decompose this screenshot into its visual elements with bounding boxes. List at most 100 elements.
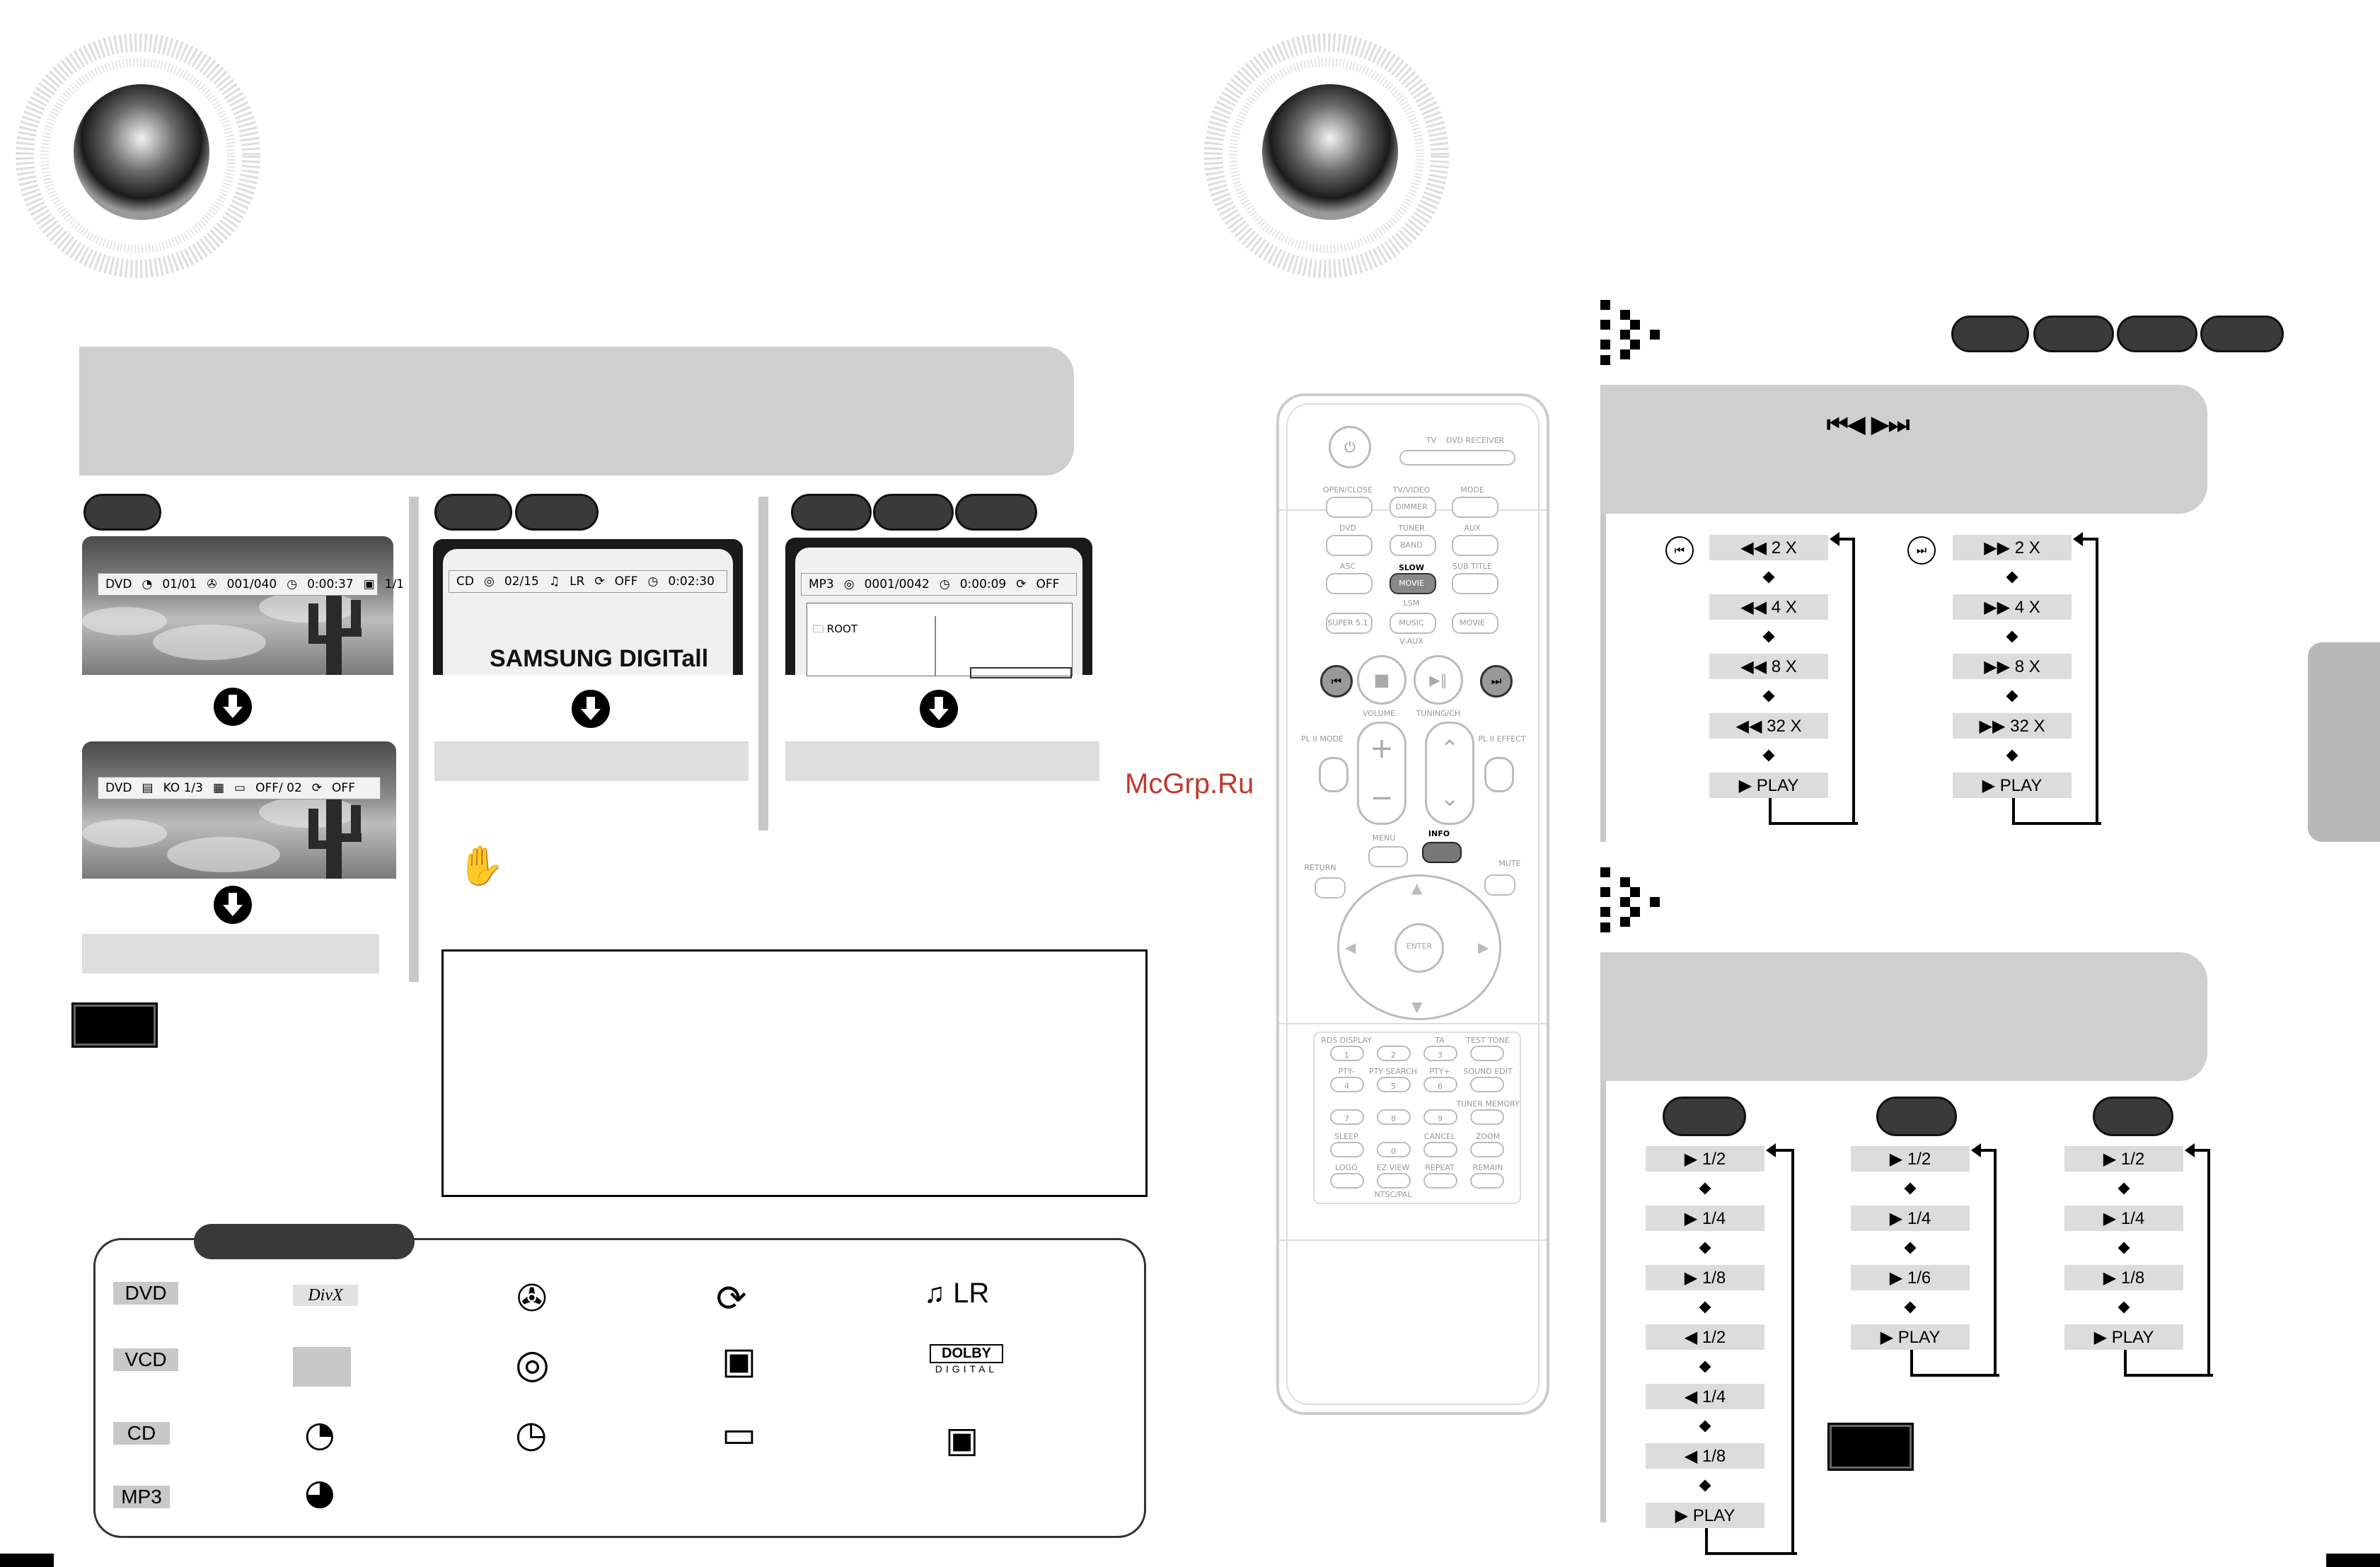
stop-button[interactable]: ■ [1357,655,1406,705]
zoom-button[interactable] [1470,1142,1504,1157]
search-fwd-step-4: ▶▶ 32 X [1953,713,2072,739]
key-3[interactable]: 3 [1423,1046,1457,1061]
dolby-sub-label: DIGITAL [935,1363,998,1375]
label-vaux: V-AUX [1399,637,1423,646]
key-2[interactable]: 2 [1377,1046,1411,1061]
aux-button[interactable] [1452,535,1498,556]
music-button[interactable] [1390,613,1436,634]
ez-view-button[interactable] [1377,1173,1411,1189]
osd-chapter: 001/040 [226,577,277,591]
angle-icon: ▣ [945,1419,979,1460]
disc-pill-2 [515,494,599,531]
play-pause-button[interactable]: ▶‖ [1414,655,1463,705]
remain-button[interactable] [1470,1173,1504,1189]
repeat-icon: ⟳ [716,1278,747,1320]
tuning-rocker[interactable]: ⌃⌄ [1425,722,1474,825]
open-close-button[interactable] [1326,497,1373,518]
search-fwd-step-3: ▶▶ 8 X [1953,654,2072,679]
key-1[interactable]: 1 [1330,1046,1364,1061]
speaker-decoration-right [1204,33,1449,278]
label-sleep: SLEEP [1334,1132,1358,1141]
group-icon: ◕ [304,1471,335,1513]
label-dimmer: DIMMER [1395,502,1428,511]
cancel-button[interactable] [1423,1142,1457,1157]
movie-button[interactable] [1452,613,1498,634]
key-5[interactable]: 5 [1377,1077,1411,1092]
menu-button[interactable] [1368,846,1408,867]
label-pty-search: PTY SEARCH [1368,1067,1418,1076]
folder-panel: 🗀 ROOT [807,603,1073,678]
pl2-mode-button[interactable] [1319,757,1348,792]
step-arrow-icon [1699,1242,1711,1254]
key-8[interactable]: 8 [1377,1109,1411,1125]
track-icon: ◎ [515,1341,550,1387]
power-button[interactable]: ⏻ [1329,426,1371,468]
super51-button[interactable] [1326,613,1373,634]
loop-line [2012,798,2101,825]
mode-button[interactable] [1452,497,1498,518]
label-tuner-memory: TUNER MEMORY [1456,1099,1520,1109]
step-arrow-icon [1699,1420,1711,1433]
repeat-button[interactable] [1423,1173,1457,1189]
section-marker-icon [1600,867,1660,932]
mute-button[interactable] [1484,874,1515,896]
loop-line [1852,538,1855,825]
step-arrow-icon [1762,690,1775,702]
column-separator [409,497,419,982]
label-dvd: DVD [1339,524,1357,533]
key-7[interactable]: 7 [1330,1109,1364,1125]
slow-section-rule [1600,1081,1606,1522]
dvd-button[interactable] [1326,535,1373,556]
remote-control: ⏻ TV DVD RECEIVER OPEN/CLOSE TV/VIDEO MO… [1276,393,1549,1415]
loop-line [1910,1350,1999,1377]
logo-button[interactable] [1330,1173,1364,1189]
chapter-tab [2308,642,2380,842]
slow-col1-step-4: ◀ 1/2 [1646,1324,1764,1350]
skip-forward-button[interactable]: ⏭ [1480,665,1513,698]
osd-disc-type: DVD [105,577,132,591]
slow-button[interactable] [1390,573,1436,594]
headphones-lr: ♫ LR [924,1278,989,1309]
info-button[interactable] [1422,842,1462,863]
loop-return-arrow [1975,1149,1997,1152]
osd-title: 01/01 [162,577,197,591]
key-4[interactable]: 4 [1330,1077,1364,1092]
disc-pill-5 [955,494,1037,531]
label-info: INFO [1428,829,1450,838]
volume-rocker[interactable]: +− [1357,722,1406,825]
subtitle-button[interactable] [1452,573,1498,594]
dimmer-button[interactable] [1390,497,1436,518]
asc-button[interactable] [1326,573,1373,594]
band-button[interactable] [1390,535,1436,556]
blank-swatch [293,1347,351,1387]
note-button [74,1005,156,1046]
time-icon: ◷ [287,577,298,591]
disc-pill-r1 [1951,316,2029,352]
slow-col1-step-7: ▶ PLAY [1646,1503,1764,1528]
key-6[interactable]: 6 [1423,1077,1457,1092]
navigation-pad[interactable]: ▲ ▼ ◀ ▶ ENTER [1337,874,1501,1020]
search-fwd-step-5: ▶ PLAY [1953,773,2072,798]
loop-arrow-head-icon [2073,532,2083,546]
legend-tag-cd: CD [113,1422,170,1445]
return-button[interactable] [1315,877,1346,898]
key-9[interactable]: 9 [1423,1109,1457,1125]
mode-selector[interactable] [1399,450,1515,466]
pl2-effect-button[interactable] [1484,757,1514,792]
osd-repeat: OFF [1036,577,1060,591]
sound-edit-button[interactable] [1470,1077,1504,1092]
osd-audio: OFF/ 02 [255,781,302,795]
loop-line [1791,1149,1794,1555]
skip-back-button[interactable]: ⏮ [1320,665,1353,698]
dvd-osd-screen-2: DVD ▤KO 1/3 ▦ ▭OFF/ 02 ⟳OFF [82,741,396,879]
loop-return-arrow [2077,538,2098,540]
track-icon: ◎ [483,574,495,589]
osd-subtitle: KO 1/3 [163,781,203,795]
test-tone-button[interactable] [1470,1046,1504,1061]
enter-button[interactable]: ENTER [1394,923,1444,973]
key-0[interactable]: 0 [1377,1142,1411,1157]
sleep-button[interactable] [1330,1142,1364,1157]
time-icon: ◷ [647,574,659,589]
tuner-memory-button[interactable] [1470,1109,1504,1125]
key-8-label: 8 [1391,1114,1396,1123]
